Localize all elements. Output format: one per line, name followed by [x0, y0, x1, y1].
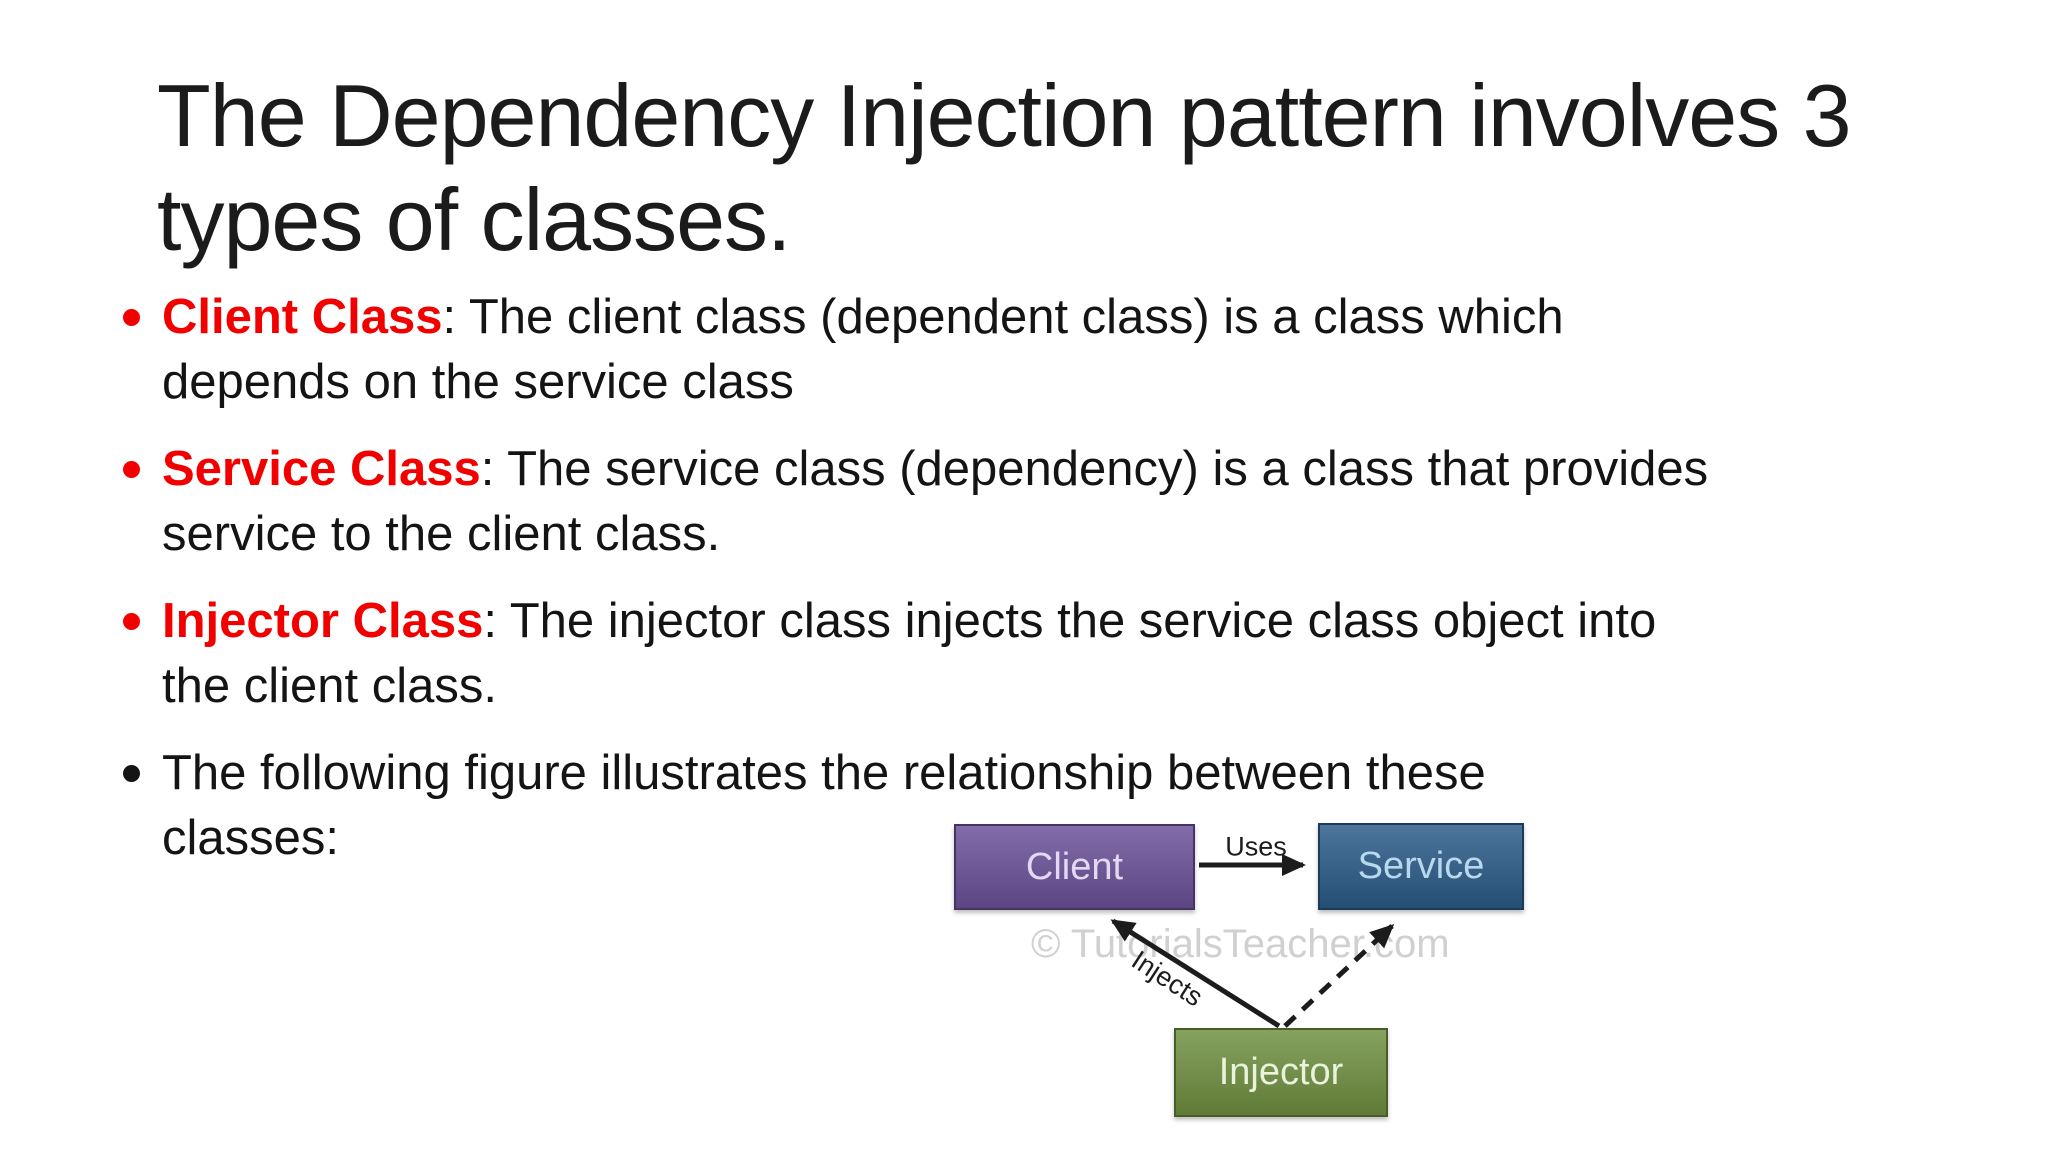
bullet-service-class: Service Class: The service class (depend… — [123, 437, 1862, 567]
bullet-client-class: Client Class: The client class (dependen… — [123, 285, 1862, 415]
bullet-separator: : — [480, 442, 508, 496]
bullet-text-line-1: The client class (dependent class) is a … — [468, 290, 1564, 344]
service-box-label: Service — [1357, 845, 1485, 887]
injector-box-label: Injector — [1218, 1051, 1344, 1093]
bullet-lead: Service Class — [162, 442, 481, 496]
bullet-separator: : — [442, 290, 469, 344]
bullet-text-line-2: classes: — [162, 811, 340, 865]
bullet-text-line-2: depends on the service class — [162, 355, 794, 409]
bullet-lead: Injector Class — [162, 594, 484, 648]
watermark-text: © TutorialsTeacher.com — [1031, 922, 1450, 966]
bullet-text-line-1: The injector class injects the service c… — [509, 594, 1657, 648]
page-title: The Dependency Injection pattern involve… — [157, 64, 1897, 272]
client-box: Client — [954, 824, 1195, 910]
bullet-separator: : — [483, 594, 510, 648]
bullet-lead: Client Class — [162, 290, 443, 344]
title-line-1: The Dependency Injection pattern involve… — [157, 66, 1852, 165]
bullet-injector-class: Injector Class: The injector class injec… — [123, 589, 1862, 719]
client-box-label: Client — [1025, 845, 1124, 888]
bullet-list: Client Class: The client class (dependen… — [123, 285, 1862, 893]
uses-arrow-label: Uses — [1225, 831, 1287, 862]
service-box: Service — [1318, 823, 1524, 910]
bullet-text-line-1: The service class (dependency) is a clas… — [507, 442, 1709, 496]
bullet-figure-intro: The following figure illustrates the rel… — [123, 741, 1862, 871]
bullet-text-line-1: The following figure illustrates the rel… — [162, 746, 1486, 800]
injector-box: Injector — [1174, 1028, 1388, 1117]
bullet-text-line-2: the client class. — [162, 659, 497, 713]
title-line-2: types of classes. — [157, 170, 792, 269]
bullet-text-line-2: service to the client class. — [162, 507, 721, 561]
